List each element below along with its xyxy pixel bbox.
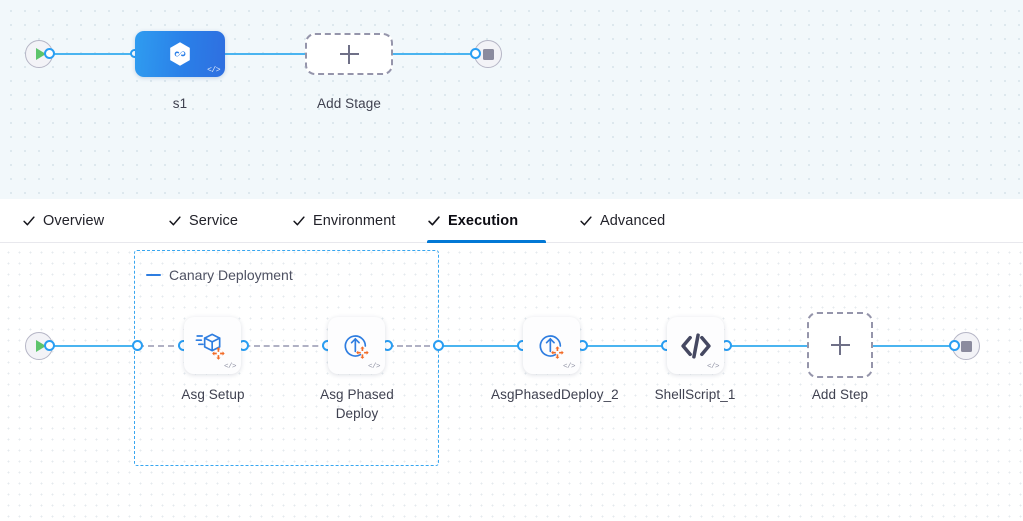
connector-line-start-to-group bbox=[46, 345, 138, 347]
connector-line-addstep-to-end bbox=[872, 345, 958, 347]
check-icon bbox=[428, 216, 440, 226]
tab-execution-underline bbox=[427, 240, 546, 243]
play-icon bbox=[35, 48, 46, 60]
step-code-badge: </> bbox=[706, 363, 720, 371]
step-code-badge: </> bbox=[367, 363, 381, 371]
tab-environment[interactable]: Environment bbox=[292, 199, 396, 243]
step-node-asg-phased-deploy[interactable]: </> bbox=[328, 317, 385, 374]
tab-execution-label: Execution bbox=[448, 213, 519, 229]
stop-icon bbox=[960, 340, 972, 352]
execution-end-input-dot[interactable] bbox=[949, 340, 960, 351]
step-node-asgphaseddeploy-2[interactable]: </> bbox=[523, 317, 580, 374]
tab-execution[interactable]: Execution bbox=[427, 199, 546, 243]
stage-config-tabs[interactable]: Overview Service Environment Execution A… bbox=[0, 199, 1023, 243]
connector-line-asgphased2-to-shellscript bbox=[583, 345, 667, 347]
connector-line-shellscript-to-addstep bbox=[727, 345, 807, 347]
add-step-label: Add Step bbox=[811, 387, 869, 402]
step-label-asg-phased-deploy: Asg Phased Deploy bbox=[320, 387, 394, 421]
connector-line-asgphased-to-groupend bbox=[388, 345, 439, 347]
step-code-badge: </> bbox=[223, 363, 237, 371]
hexagon-infinity-icon bbox=[170, 42, 190, 66]
asg-phased-deploy-icon bbox=[344, 334, 369, 359]
start-output-dot[interactable] bbox=[44, 48, 55, 59]
add-stage-label: Add Stage bbox=[317, 96, 381, 111]
step-code-badge: </> bbox=[562, 363, 576, 371]
check-icon bbox=[580, 216, 592, 226]
execution-start-output-dot[interactable] bbox=[44, 340, 55, 351]
execution-start-node[interactable] bbox=[25, 332, 53, 360]
tab-environment-label: Environment bbox=[313, 213, 396, 229]
connector-line-group-to-asgsetup bbox=[138, 345, 184, 347]
step-node-asg-setup[interactable]: </> bbox=[184, 317, 241, 374]
asg-setup-icon bbox=[195, 333, 225, 360]
stage-code-badge: </> bbox=[207, 66, 220, 75]
step-group-title: Canary Deployment bbox=[169, 267, 293, 283]
check-icon bbox=[169, 216, 181, 226]
step-label-asg-setup: Asg Setup bbox=[181, 387, 245, 402]
connector-line-stage-to-addstage bbox=[217, 53, 317, 55]
tab-overview[interactable]: Overview bbox=[22, 199, 104, 243]
play-icon bbox=[35, 340, 46, 352]
group-output-dot[interactable] bbox=[433, 340, 444, 351]
step-group-header[interactable]: Canary Deployment bbox=[146, 267, 293, 283]
connector-line-groupend-to-asgphased2 bbox=[439, 345, 523, 347]
plus-icon bbox=[339, 44, 359, 64]
tab-service[interactable]: Service bbox=[168, 199, 238, 243]
plus-icon bbox=[830, 335, 850, 355]
execution-canvas[interactable]: Canary Deployment bbox=[0, 243, 1023, 521]
code-brackets-icon bbox=[680, 332, 711, 359]
stage-canvas[interactable]: </> s1 Add Stage bbox=[0, 0, 1023, 199]
add-step-button[interactable] bbox=[807, 312, 873, 378]
step-group-canary-deployment[interactable] bbox=[134, 250, 439, 466]
step-node-shellscript-1[interactable]: </> bbox=[667, 317, 724, 374]
connector-line-start-to-stage bbox=[46, 53, 146, 55]
stage-node-label: s1 bbox=[172, 96, 188, 111]
end-input-dot[interactable] bbox=[470, 48, 481, 59]
tab-advanced-label: Advanced bbox=[600, 213, 666, 229]
add-stage-button[interactable] bbox=[305, 33, 393, 75]
group-input-dot[interactable] bbox=[132, 340, 143, 351]
tab-overview-label: Overview bbox=[43, 213, 105, 229]
step-label-asgphaseddeploy-2: AsgPhasedDeploy_2 bbox=[491, 387, 619, 402]
stop-icon bbox=[482, 48, 494, 60]
tab-service-label: Service bbox=[189, 213, 239, 229]
check-icon bbox=[23, 216, 35, 226]
minus-icon[interactable] bbox=[146, 273, 161, 277]
asg-phased-deploy-icon bbox=[539, 334, 564, 359]
stage-node-s1[interactable]: </> bbox=[135, 31, 225, 77]
tab-advanced[interactable]: Advanced bbox=[579, 199, 665, 243]
step-label-shellscript-1: ShellScript_1 bbox=[654, 387, 736, 402]
check-icon bbox=[293, 216, 305, 226]
connector-line-asgsetup-to-asgphased bbox=[186, 345, 328, 347]
connector-line-addstage-to-end bbox=[388, 53, 484, 55]
